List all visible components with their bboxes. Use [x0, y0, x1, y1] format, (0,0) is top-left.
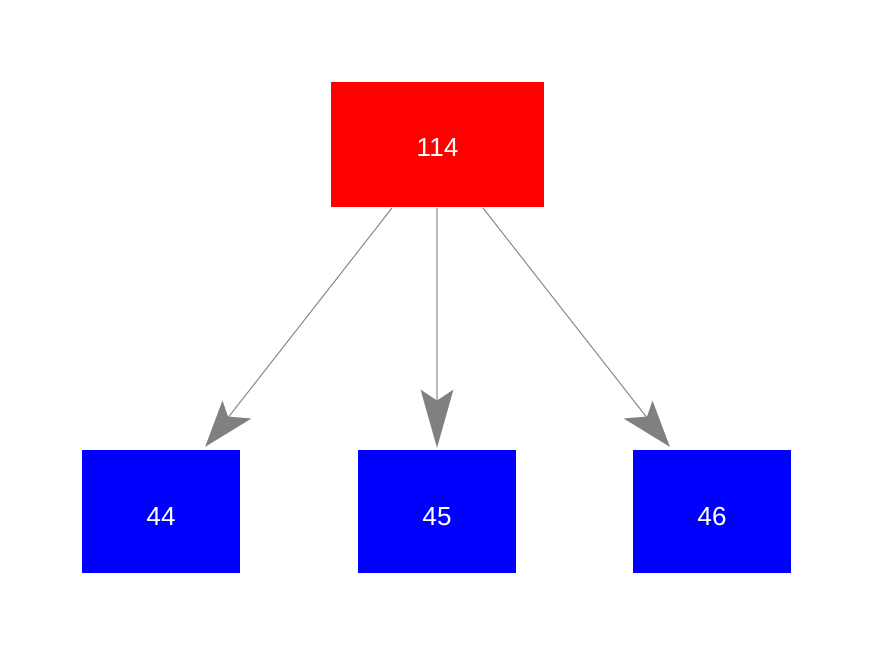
edge-line [482, 207, 660, 434]
arrowhead [420, 389, 454, 448]
node-label: 114 [416, 131, 459, 162]
arrowhead [623, 400, 670, 447]
edge-114-to-44 [205, 207, 393, 447]
arrowhead [205, 400, 252, 447]
node-label: 44 [146, 500, 176, 531]
edge-114-to-46 [482, 207, 670, 447]
node-child-44[interactable]: 44 [82, 450, 240, 573]
edge-line [215, 207, 393, 434]
node-label: 45 [422, 500, 452, 531]
node-child-46[interactable]: 46 [633, 450, 791, 573]
edge-114-to-45 [420, 208, 454, 448]
node-child-45[interactable]: 45 [358, 450, 516, 573]
node-root-114[interactable]: 114 [331, 82, 544, 207]
node-label: 46 [697, 500, 727, 531]
